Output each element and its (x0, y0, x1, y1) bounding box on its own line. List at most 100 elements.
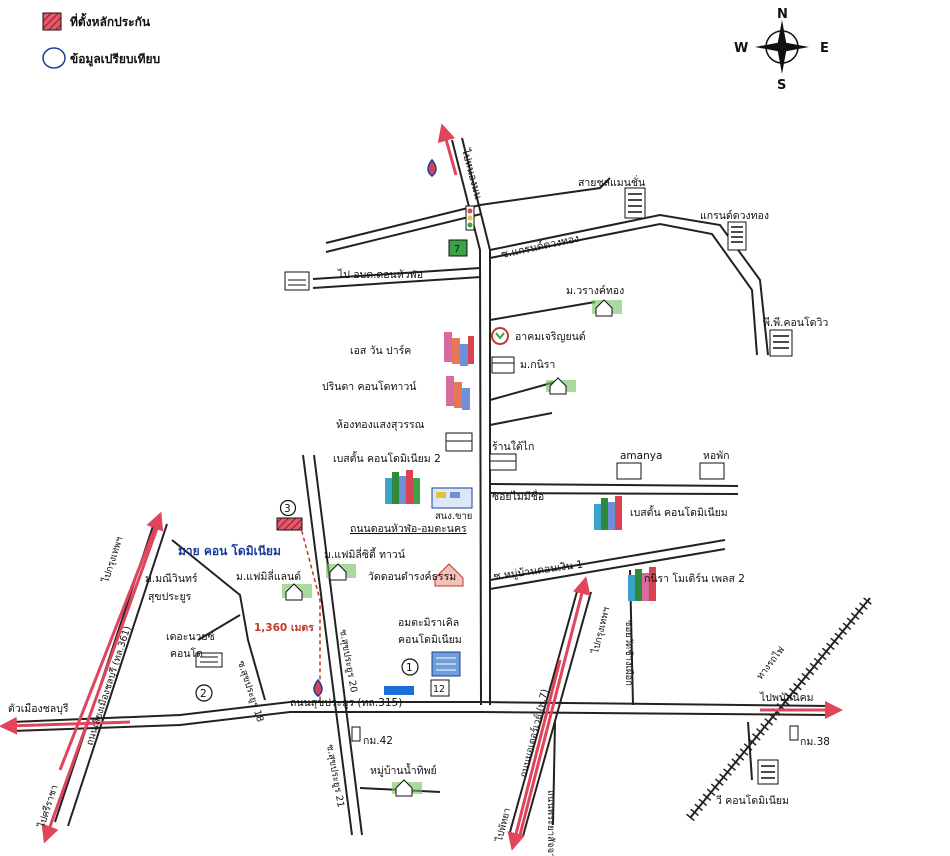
km-42-post-icon (351, 726, 361, 742)
best-ton-2-building-icon (385, 470, 420, 504)
legend-collateral-label: ที่ตั้งหลักประกัน (70, 12, 151, 29)
km-38-post-icon (789, 725, 799, 741)
tai-kao-house-icon (489, 453, 517, 471)
label-to-chonburi: ตัวเมืองชลบุรี (8, 702, 69, 715)
marker-1-number: 1 (406, 662, 413, 674)
legend-comparison-label: ข้อมูลเปรียบเทียบ (70, 52, 160, 67)
road-to-obt-2 (312, 276, 482, 289)
collateral-marker: 3 มาย คอน โดมิเนียม (178, 499, 303, 558)
road-soi-20-b (313, 454, 363, 836)
road-kanira (489, 381, 556, 401)
distance-route: 1,360 เมตร (254, 523, 321, 700)
label-sukprayoon-rd: ถนนสุขประยูร (ทล.315) (290, 697, 402, 709)
label-phraya-satja: ถนนพระยาสัจจา (545, 790, 556, 856)
kanira-house-icon-2 (546, 377, 576, 395)
legend-comparison-swatch (42, 47, 66, 69)
label-soi-grand-duang-thong: ซ.แกรนด์ดวงทอง (500, 232, 580, 261)
label-the-nice-1: เดอะนายซ์ (166, 630, 215, 643)
label-the-nice-2: คอนโด (170, 647, 203, 660)
collateral-plot (276, 517, 303, 531)
kanira-house-icon (491, 356, 515, 374)
road-sukprayoon-lower (11, 711, 831, 732)
road-grand-lower (489, 222, 758, 356)
label-amata-miracle-1: อมตะมิราเคิล (398, 617, 459, 629)
arrow-sriracha (41, 519, 162, 844)
arrow-chonburi (0, 716, 131, 735)
label-best-ton: เบสตั้น คอนโดมิเนียม (630, 505, 728, 519)
label-to-bangkok-left: ไปกรุงเทพฯ (99, 535, 125, 585)
obt-building-icon (284, 271, 310, 291)
road-to-obt (312, 267, 481, 280)
label-soi-18: ซ.สุขประยูร 18 (235, 660, 265, 724)
lotus-logo-icon (384, 686, 414, 695)
label-tai-kao: ร้านใต้ไก (492, 440, 534, 453)
arrow-north (437, 123, 458, 176)
label-soi-don-ngern: ซ.หมู่บ้านดอนเงิน 1 (493, 559, 584, 583)
road-motorway-7-a (509, 587, 579, 833)
label-soi-mai-mi-chue: ซอยไม่มีชื่อ (492, 489, 544, 503)
label-family-city-town: ม.แฟมิลี่ซิตี้ ทาวน์ (324, 547, 405, 561)
warang-thong-house-icon (592, 299, 622, 317)
label-to-obt: ไป อบต.ดอนหัวฬ่อ (337, 268, 423, 281)
gas-station-icon-2 (313, 678, 323, 697)
sign-board-icon: 12 (430, 679, 450, 697)
label-kanira: ม.กนิรา (520, 359, 555, 371)
road-top-left (325, 177, 611, 244)
direction-arrows (0, 123, 843, 851)
label-soi-21: ซ.สุขประยูร 21 (324, 744, 346, 809)
label-manee-win: ม.มณีวินทร์ (145, 572, 198, 585)
road-main-ns-left (451, 139, 482, 706)
label-don-hua-lo-rd: ถนนดอนหัวฬ่อ-อมตะนคร (350, 523, 467, 535)
nam-thip-house-icon (392, 779, 422, 797)
label-warang-thong: ม.วรางค์ทอง (566, 284, 624, 297)
road-top-left-2 (325, 213, 482, 253)
road-v-condo (747, 721, 753, 781)
map-icons: 7 (195, 158, 799, 797)
label-to-bangkok-right: ไปกรุงเทพฯ (589, 606, 612, 656)
road-soi-20 (302, 454, 353, 836)
label-kanira-modern: กนิรา โมเดิร์น เพลส 2 (644, 572, 745, 585)
seven-eleven-icon (448, 239, 468, 257)
label-to-phanat-nikhom: ไปพนัสนิคม (759, 691, 814, 704)
hor-pak-house-icon (699, 462, 725, 480)
road-warang-thong (489, 301, 596, 321)
hong-thong-house-icon (445, 432, 473, 452)
arrow-bangkok-left (58, 511, 164, 771)
label-wat-don: วัดดอนดำรงค์ธรรม (368, 570, 456, 583)
label-grand-duang-thong: แกรนด์ดวงทอง (700, 209, 769, 222)
label-prinda: ปรินดา คอนโดทาวน์ (322, 380, 417, 393)
road-branch-3 (489, 412, 553, 426)
road-network (11, 137, 874, 837)
label-amata-miracle-2: คอนโดมิเนียม (398, 633, 462, 646)
arrow-bangkok-right (518, 576, 591, 836)
label-amanya: amanya (620, 450, 662, 462)
arkom-logo-icon (491, 327, 509, 345)
compass-north: N (777, 7, 788, 22)
best-ton-building-icon (594, 496, 622, 530)
arrow-pattaya (507, 659, 562, 851)
label-hor-pak: หอพัก (703, 450, 730, 462)
compass-east: E (820, 41, 829, 56)
label-hong-thong: ห้องทองแสงสุวรรณ (336, 419, 425, 431)
pp-condo-building-icon (769, 329, 793, 357)
road-bypass-361-b (67, 523, 168, 827)
label-soi-wat-chang: ซอยวัดช้างเผือก (623, 620, 634, 686)
distance-label: 1,360 เมตร (254, 622, 314, 634)
compass-rose: N S E W (734, 7, 829, 93)
s-one-park-building-icon (444, 332, 474, 366)
mai-condo-label: มาย คอน โดมิเนียม (178, 543, 281, 558)
label-km-38: กม.38 (800, 736, 830, 748)
label-sukprayoon-sub: สุขประยูร (148, 591, 192, 603)
label-best-ton-2: เบสตั้น คอนโดมิเนียม 2 (333, 451, 441, 465)
compass-south: S (777, 78, 786, 93)
label-arkom: อาคมเจริญยนต์ (515, 330, 586, 343)
gas-station-icon (427, 158, 437, 177)
road-soi-don-ngern (489, 539, 726, 581)
compass-west: W (734, 41, 748, 56)
road-phraya-satja (552, 721, 556, 826)
grand-duang-thong-building-icon (727, 221, 747, 251)
legend: ที่ตั้งหลักประกัน ข้อมูลเปรียบเทียบ (42, 12, 160, 69)
family-land-house-icon (282, 583, 312, 601)
road-sukprayoon-upper (11, 701, 831, 723)
railway-line (689, 597, 871, 819)
